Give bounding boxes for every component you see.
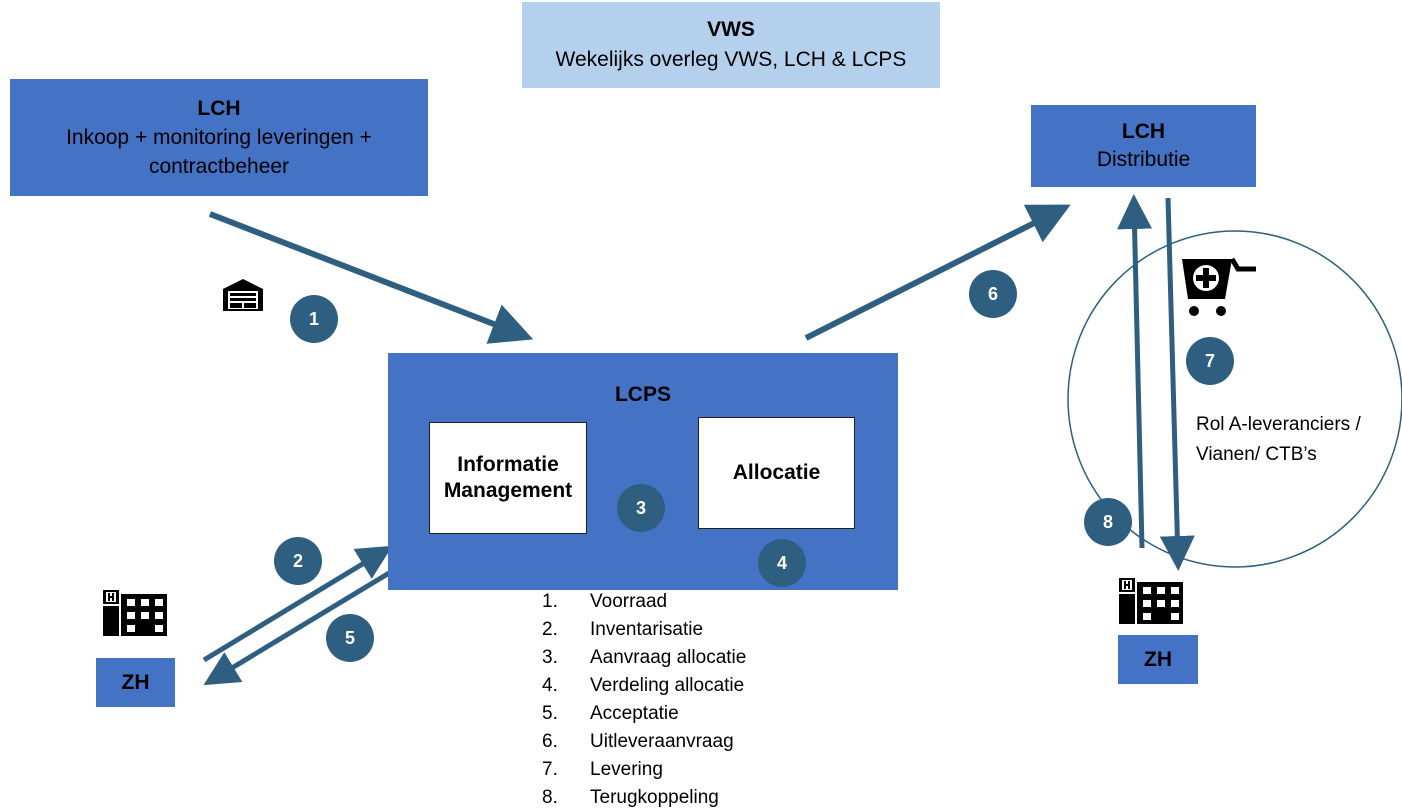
vws-box: VWS Wekelijks overleg VWS, LCH & LCPS (522, 2, 940, 88)
informatie-management-box: Informatie Management (429, 422, 587, 534)
step-badge-8: 8 (1084, 498, 1132, 546)
zh-right-label: ZH (1144, 647, 1172, 671)
legend-label: Acceptatie (590, 703, 679, 724)
zh-left-box: ZH (96, 658, 175, 707)
step-badge-1: 1 (290, 295, 338, 343)
legend-item: 6. Uitleveraanvraag (542, 728, 746, 756)
role-text: Rol A-leveranciers / Vianen/ CTB’s (1196, 410, 1361, 470)
arrow-2 (202, 545, 393, 663)
step-badge-6: 6 (969, 270, 1017, 318)
role-line1: Rol A-leveranciers / (1196, 414, 1361, 435)
step-badge-7: 7 (1186, 337, 1234, 385)
vws-title: VWS (707, 18, 755, 41)
legend-label: Levering (590, 759, 663, 780)
legend-num: 7. (542, 759, 558, 780)
lch-inkoop-line2: contractbeheer (148, 155, 290, 178)
lch-inkoop-title: LCH (197, 97, 241, 120)
zh-right-box: ZH (1118, 635, 1198, 684)
lch-inkoop-box: LCH Inkoop + monitoring leveringen + con… (10, 79, 428, 196)
legend-item: 4. Verdeling allocatie (542, 672, 746, 700)
medical-cart-icon (1182, 257, 1256, 316)
arrow-7 (1159, 197, 1195, 571)
lch-dist-title: LCH (1121, 120, 1166, 143)
arrow-5 (203, 561, 406, 686)
legend-item: 1. Voorraad (542, 588, 746, 616)
legend-item: 3. Aanvraag allocatie (542, 644, 746, 672)
info-line2: Management (443, 479, 573, 502)
arrow-8 (1117, 194, 1153, 549)
legend-label: Voorraad (590, 591, 668, 612)
legend-item: 7. Levering (542, 756, 746, 784)
legend-num: 1. (542, 591, 558, 612)
legend-label: Aanvraag allocatie (590, 647, 747, 668)
step-badge-2: 2 (274, 537, 322, 585)
warehouse-icon (223, 279, 263, 311)
hospital-icon (103, 590, 167, 636)
legend-num: 3. (542, 647, 558, 668)
supplier-circle (1067, 230, 1402, 568)
step-badge-5: 5 (326, 614, 374, 662)
lcps-title: LCPS (614, 383, 671, 406)
legend-num: 2. (542, 619, 558, 640)
allocatie-label: Allocatie (732, 461, 821, 484)
legend-label: Inventarisatie (590, 619, 704, 640)
legend-item: 8. Terugkoppeling (542, 784, 746, 812)
step-legend: 1. Voorraad 2. Inventarisatie 3. Aanvraag a… (542, 588, 746, 812)
legend-item: 2. Inventarisatie (542, 616, 746, 644)
legend-num: 5. (542, 703, 558, 724)
legend-label: Verdeling allocatie (590, 675, 745, 696)
legend-num: 6. (542, 731, 558, 752)
info-line1: Informatie (457, 453, 559, 476)
step-badge-4: 4 (758, 539, 806, 587)
legend-item: 5. Acceptatie (542, 700, 746, 728)
lch-distributie-box: LCH Distributie (1031, 105, 1256, 187)
step-badge-3: 3 (617, 484, 665, 532)
legend-label: Terugkoppeling (590, 787, 719, 808)
arrow-1 (208, 211, 534, 344)
legend-num: 4. (542, 675, 558, 696)
allocatie-box: Allocatie (698, 417, 855, 529)
arrow-6 (804, 204, 1071, 341)
vws-subtitle: Wekelijks overleg VWS, LCH & LCPS (555, 48, 907, 71)
legend-num: 8. (542, 787, 558, 808)
lch-inkoop-line1: Inkoop + monitoring leveringen + (66, 126, 372, 149)
role-line2: Vianen/ CTB’s (1196, 444, 1317, 465)
lch-dist-subtitle: Distributie (1096, 148, 1191, 171)
lcps-box: LCPS Informatie Management Allocatie (388, 353, 898, 590)
legend-label: Uitleveraanvraag (590, 731, 734, 752)
zh-left-label: ZH (121, 670, 150, 694)
hospital-icon (1119, 578, 1183, 624)
